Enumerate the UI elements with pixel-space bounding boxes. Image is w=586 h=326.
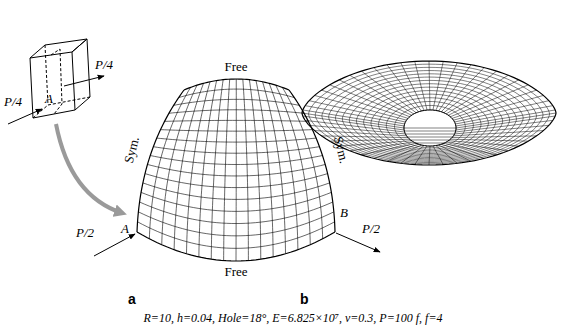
figure-label: A <box>121 222 129 236</box>
figure-label: P/2 <box>76 226 94 240</box>
hole-mesh <box>404 131 455 132</box>
figure-label: Sym. <box>122 135 142 165</box>
panel-letter: b <box>300 292 309 306</box>
hole-mesh <box>404 128 456 129</box>
hole-mesh <box>411 140 450 141</box>
hole-mesh <box>416 143 445 144</box>
figure-label: P/4 <box>4 95 22 109</box>
figure-label: B <box>340 206 348 220</box>
figure-label: A <box>45 92 53 106</box>
figure-label: Free <box>224 60 247 74</box>
hole-mesh <box>407 137 452 138</box>
panel-letter: a <box>128 292 136 306</box>
figure-label: Free <box>224 265 247 279</box>
hole <box>404 110 456 146</box>
figure-label: P/4 <box>95 58 113 72</box>
figure-label: P/2 <box>362 222 380 236</box>
load-arrows <box>8 76 380 256</box>
element-cube <box>30 39 90 118</box>
hole-mesh <box>405 134 454 135</box>
zoom-arrow <box>56 124 122 213</box>
deformed-mesh <box>302 61 556 165</box>
figure-label: Sym. <box>331 135 351 165</box>
caption: R=10, h=0.04, Hole=18°, E=6.825×10⁷, ν=0… <box>0 311 586 325</box>
